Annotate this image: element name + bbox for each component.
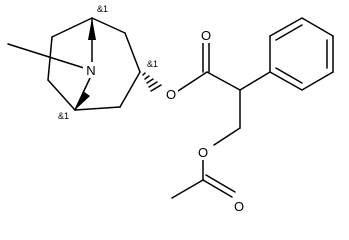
nitrogen-label-bg (83, 62, 99, 78)
bond-acetyl-double-1 (202, 179, 233, 198)
stereo-label-c5: &1 (58, 111, 69, 121)
bond-c6-c7 (47, 36, 53, 81)
bond-ch2-oxygen (213, 127, 241, 146)
bond-c3-c4 (119, 71, 141, 108)
bond-c7-c1 (51, 17, 93, 38)
bond-alpha-phenyl (239, 71, 271, 91)
acetyl-carbonyl-oxygen-atom-label: O (234, 199, 244, 214)
bond-c5-c6 (47, 79, 76, 111)
hashed-bond-c3-oxygen (142, 72, 162, 92)
bond-c1-c2 (91, 17, 126, 34)
ester-oxygen-label-bg (164, 86, 178, 102)
bond-carbonyl-alpha (206, 71, 241, 91)
tropane-ring-bonds (7, 17, 141, 111)
phenyl-ring (269, 17, 334, 91)
bond-acetyl-methyl (171, 179, 204, 199)
stereo-label-c1: &1 (97, 4, 108, 14)
stereo-label-c3: &1 (147, 59, 158, 69)
nitrogen-atom-label: N (86, 63, 95, 78)
wedge-bond-c5-bridge (75, 91, 90, 110)
bond-n8-methyl (7, 43, 85, 69)
carbonyl-oxygen-label-bg (199, 27, 213, 43)
ester-oxygen-atom-label: O (166, 87, 176, 102)
acetoxy-oxygen-atom-label: O (198, 145, 208, 160)
acetyl-carbonyl-oxygen-label-bg (232, 198, 246, 214)
carbonyl-oxygen-atom-label: O (201, 28, 211, 43)
chemical-structure-diagram: N O O O O &1 &1 &1 (7, 4, 334, 214)
wedge-bond-c1-bridge (88, 18, 96, 40)
bond-acetyl-double-2 (205, 174, 236, 193)
bond-c2-c3 (124, 32, 141, 73)
acetoxy-oxygen-label-bg (196, 144, 210, 160)
bond-c4-c5 (74, 106, 121, 111)
bond-oxygen-carbonyl-carbon (177, 71, 208, 92)
